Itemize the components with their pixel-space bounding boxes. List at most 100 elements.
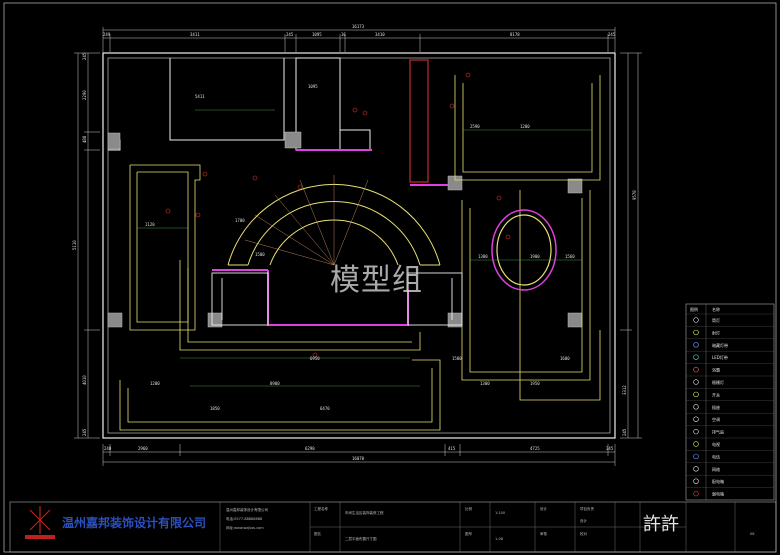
legend-symbol-icon <box>693 329 699 336</box>
company-line-2: 网址:www.wzjbzs.com <box>226 525 264 530</box>
brand-logo: 許許 <box>643 514 679 535</box>
legend-item-label: 空调 <box>712 416 720 422</box>
dim-in-12: 1560 <box>565 254 575 259</box>
company-line-1: 电话:0577-88888888 <box>226 516 262 521</box>
scale-label: 比例 <box>465 506 473 511</box>
legend-item-label: 暗藏灯带 <box>712 342 728 348</box>
dim-in-1: 1095 <box>308 84 318 89</box>
dim-top-8: 245 <box>608 32 616 37</box>
legend-symbol-icon <box>693 404 699 410</box>
dim-left-2: 488 <box>82 135 87 143</box>
legend-item-label: 格栅灯 <box>712 379 724 385</box>
legend-item-label: 浴霸 <box>712 367 720 373</box>
drawno-label: 图号 <box>465 531 473 536</box>
dim-in-8: 1300 <box>478 254 488 259</box>
legend-item-label: 电视 <box>712 441 720 447</box>
dim-top-3: 1095 <box>312 32 322 37</box>
dim-top-5: 3410 <box>375 32 385 37</box>
dim-top-total: 16173 <box>352 24 365 29</box>
dim-left-1: 2290 <box>82 90 87 100</box>
dim-bot-1: 2960 <box>138 446 148 451</box>
dim-top-2: 245 <box>286 32 294 37</box>
dim-bot-2: 6290 <box>305 446 315 451</box>
dim-in-13: 1300 <box>480 381 490 386</box>
dim-top-1: 3411 <box>190 32 200 37</box>
legend-item-label: 射灯 <box>712 329 720 335</box>
logo-bar <box>25 535 55 539</box>
scale-value: 1:100 <box>495 511 505 515</box>
outer-wall <box>102 52 616 439</box>
title-block: 温州嘉邦装饰设计有限公司 温州嘉邦装饰设计有限公司 电话:0577-888888… <box>9 501 777 553</box>
legend-header-0: 图例 <box>690 306 698 312</box>
dim-in-15: 1580 <box>452 356 462 361</box>
legend-item-label: 筒灯 <box>712 317 720 323</box>
dim-in-16: 1600 <box>560 356 570 361</box>
project-label: 工程名称 <box>314 506 328 511</box>
dim-in-11: 1200 <box>520 124 530 129</box>
dim-left-0: 245 <box>82 52 87 60</box>
legend-symbol-icon <box>693 466 699 472</box>
dim-bot-total: 16070 <box>352 456 365 461</box>
dim-in-9: 1900 <box>530 254 540 259</box>
legend-symbol-icon <box>693 391 699 398</box>
legend-item-label: 开关 <box>712 391 720 397</box>
dim-right-2: 245 <box>622 428 627 436</box>
company-name: 温州嘉邦装饰设计有限公司 <box>62 515 206 530</box>
drawing-name: 二层平面布置尺寸图 <box>345 536 377 541</box>
company-logo <box>29 506 51 534</box>
dim-in-3: 1700 <box>235 218 245 223</box>
watermark: 模型组 <box>330 263 423 298</box>
legend-symbol-icon <box>693 478 699 484</box>
legend-symbol-icon <box>693 379 699 385</box>
legend-symbol-icon <box>693 366 699 373</box>
legend-symbol-icon <box>693 354 699 360</box>
dim-left-3: 5110 <box>72 240 77 250</box>
dim-in-5: 8900 <box>270 381 280 386</box>
dim-top-7: 8178 <box>510 32 520 37</box>
small-line-0: 项目负责 <box>580 506 594 511</box>
dim-bot-5: 245 <box>606 446 614 451</box>
dim-in-4: 1500 <box>255 252 265 257</box>
legend-item-label: LED灯带 <box>712 354 728 360</box>
dim-bot-3: 415 <box>448 446 456 451</box>
legend-symbol-icon <box>693 490 699 497</box>
dim-in-17: 1850 <box>210 406 220 411</box>
dim-in-2: 1120 <box>145 222 155 227</box>
drawno-value: 1-08 <box>495 537 503 541</box>
legend-symbol-icon <box>693 428 699 435</box>
legend-symbol-icon <box>693 342 699 348</box>
legend-symbol-icon <box>693 317 699 323</box>
legend-item-label: 弱电箱 <box>712 491 724 497</box>
dim-bot-0: 240 <box>104 446 112 451</box>
dim-in-18: 6470 <box>320 406 330 411</box>
legend-item-label: 排气扇 <box>712 429 724 435</box>
dim-in-0: 5411 <box>195 94 205 99</box>
small-line-2: 校对 <box>580 531 588 536</box>
page-number: 08 <box>750 532 754 536</box>
dim-bot-4: 4725 <box>530 446 540 451</box>
drawing-label: 图名 <box>314 531 321 536</box>
design-label: 设计 <box>540 506 548 511</box>
legend-panel: 筒灯射灯暗藏灯带LED灯带浴霸格栅灯开关插座空调排气扇电视电话网络配电箱弱电箱 … <box>685 303 775 501</box>
legend-symbol-icon <box>693 453 699 460</box>
legend-item-label: 网络 <box>712 466 720 472</box>
legend-item-label: 电话 <box>712 453 720 459</box>
dim-right-1: 3312 <box>622 385 627 395</box>
dim-in-6: 1200 <box>150 381 160 386</box>
legend-item-label: 插座 <box>712 404 720 410</box>
company-line-0: 温州嘉邦装饰设计有限公司 <box>226 507 268 512</box>
check-label: 审核 <box>540 531 548 536</box>
dim-in-10: 2590 <box>470 124 480 129</box>
dim-in-14: 1950 <box>530 381 540 386</box>
dim-right-0: 9578 <box>632 190 637 200</box>
legend-symbol-icon <box>693 416 699 422</box>
small-line-1: 设计 <box>580 518 588 523</box>
dim-in-7: 6950 <box>310 356 320 361</box>
legend-header-1: 名称 <box>712 306 720 312</box>
dim-left-5: 245 <box>82 428 87 436</box>
legend-symbol-icon <box>693 441 699 447</box>
dim-top-0: 249 <box>103 32 111 37</box>
project-name: 车间生活区装饰装修工程 <box>345 510 384 515</box>
